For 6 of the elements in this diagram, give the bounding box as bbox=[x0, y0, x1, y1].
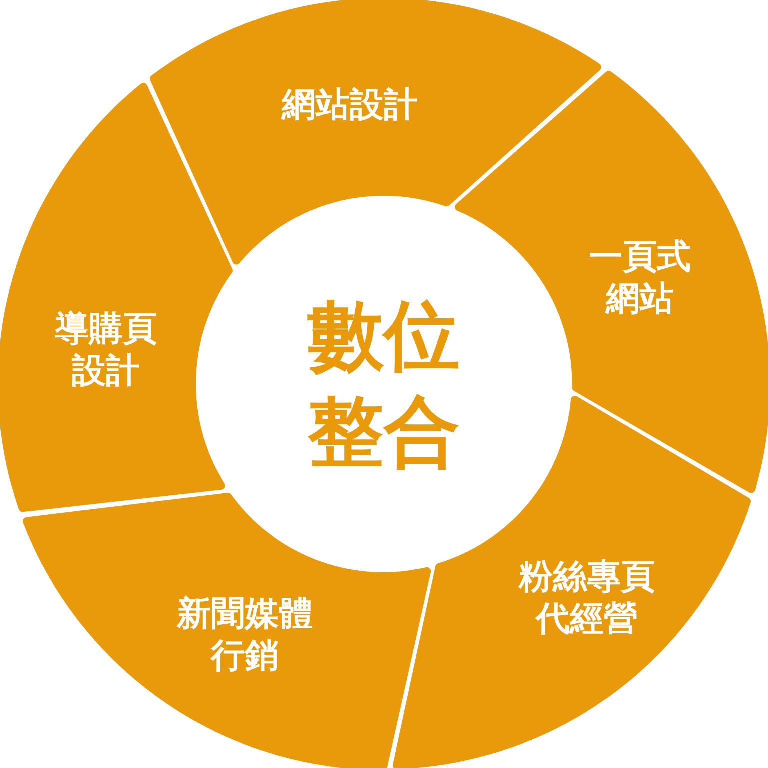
segment-label: 一頁式網站 bbox=[588, 236, 692, 320]
segment-label: 粉絲專頁代經營 bbox=[518, 556, 656, 640]
segment-label: 網站設計 bbox=[280, 84, 419, 126]
center-label: 數位整合 bbox=[306, 290, 461, 478]
segment-label: 導購頁設計 bbox=[54, 308, 158, 392]
segment-label: 新聞媒體行銷 bbox=[176, 592, 314, 677]
